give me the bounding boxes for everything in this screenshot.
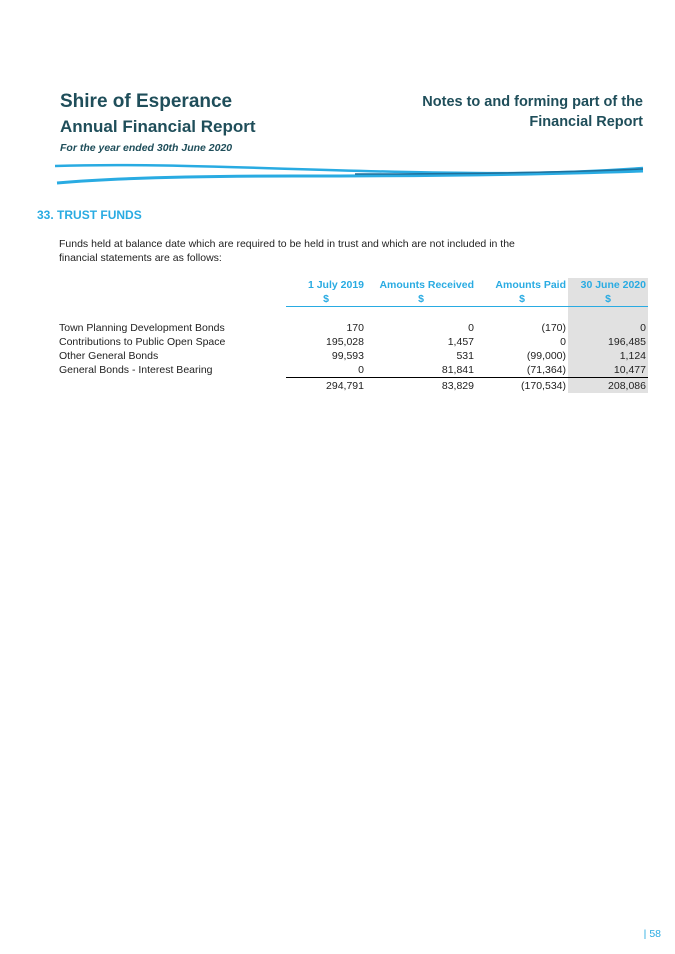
row-label: Town Planning Development Bonds xyxy=(59,322,225,334)
total-value: 83,829 xyxy=(441,380,474,392)
row-value: 0 xyxy=(560,336,566,348)
table-row: Other General Bonds 99,593 531 (99,000) … xyxy=(57,349,648,363)
unit-cell: $ xyxy=(568,292,648,307)
row-value: 1,124 xyxy=(568,349,648,363)
row-value: 0 xyxy=(468,322,474,334)
notes-line-1: Notes to and forming part of the xyxy=(422,94,643,110)
col-header-amounts-paid: Amounts Paid xyxy=(495,279,566,291)
table-row: Town Planning Development Bonds 170 0 (1… xyxy=(57,321,648,335)
section-intro: Funds held at balance date which are req… xyxy=(59,237,559,265)
row-value: 531 xyxy=(456,350,474,362)
col-header-30-june-2020: 30 June 2020 xyxy=(568,278,648,292)
row-value: 195,028 xyxy=(326,336,364,348)
page-number: | 58 xyxy=(643,928,661,940)
col-header-amounts-received: Amounts Received xyxy=(379,279,474,291)
row-value: 81,841 xyxy=(366,363,476,378)
row-value: 170 xyxy=(346,322,364,334)
table-row: Contributions to Public Open Space 195,0… xyxy=(57,335,648,349)
header-label-cell xyxy=(57,278,286,292)
total-value: 208,086 xyxy=(568,377,648,393)
table-header-row: 1 July 2019 Amounts Received Amounts Pai… xyxy=(57,278,648,292)
col-header-1-july-2019: 1 July 2019 xyxy=(307,279,364,291)
report-period: For the year ended 30th June 2020 xyxy=(60,142,233,154)
unit-cell: $ xyxy=(366,292,476,307)
total-label-cell xyxy=(57,378,286,394)
row-value: (99,000) xyxy=(526,350,566,362)
total-value: 294,791 xyxy=(326,380,364,392)
table-total-row: 294,791 83,829 (170,534) 208,086 xyxy=(57,377,648,394)
notes-header: Notes to and forming part of the Financi… xyxy=(353,92,643,132)
unit-label-cell xyxy=(57,292,286,307)
report-subtitle: Annual Financial Report xyxy=(60,117,256,136)
total-value: (170,534) xyxy=(521,380,566,392)
row-value: 10,477 xyxy=(568,363,648,378)
row-value: 0 xyxy=(568,321,648,335)
table-spacer-row xyxy=(57,306,648,321)
row-label: Contributions to Public Open Space xyxy=(59,336,226,348)
section-title: TRUST FUNDS xyxy=(57,208,142,222)
header-wave-divider xyxy=(55,163,644,185)
unit-cell: $ xyxy=(476,292,568,307)
row-label: General Bonds - Interest Bearing xyxy=(59,364,213,377)
trust-funds-table: 1 July 2019 Amounts Received Amounts Pai… xyxy=(57,278,648,393)
row-value: 99,593 xyxy=(331,350,364,362)
row-label: Other General Bonds xyxy=(59,350,159,362)
unit-cell: $ xyxy=(286,292,366,307)
row-value: 196,485 xyxy=(568,335,648,349)
table-unit-row: $ $ $ $ xyxy=(57,292,648,307)
section-number: 33. xyxy=(37,208,54,222)
intro-line-1: Funds held at balance date which are req… xyxy=(59,238,515,250)
row-value: (170) xyxy=(541,322,566,334)
table-row: General Bonds - Interest Bearing 0 81,84… xyxy=(57,363,648,378)
report-title: Shire of Esperance xyxy=(60,91,233,112)
intro-line-2: financial statements are as follows: xyxy=(59,252,222,264)
notes-line-2: Financial Report xyxy=(529,114,643,130)
row-value: 0 xyxy=(286,363,366,378)
row-value: (71,364) xyxy=(476,363,568,378)
row-value: 1,457 xyxy=(447,336,474,348)
section-heading: 33. TRUST FUNDS xyxy=(37,208,142,222)
report-header: Shire of Esperance Annual Financial Repo… xyxy=(60,90,256,154)
